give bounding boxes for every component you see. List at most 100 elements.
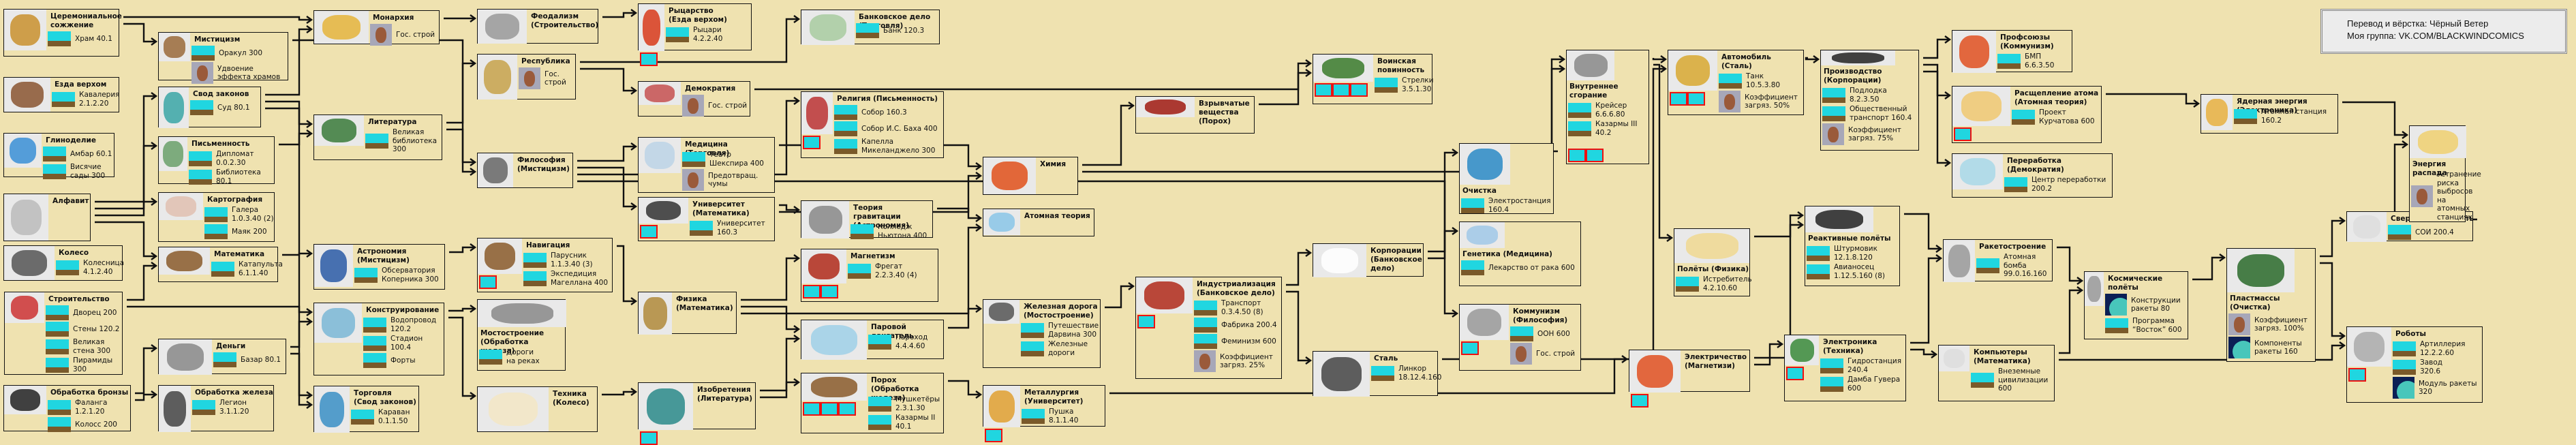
unlock-item[interactable]: Базар 80.1 [213,352,281,367]
tech-node-trade[interactable]: Торговля (Свод законов)Караван 0.1.1.50 [313,386,419,433]
tech-node-computers[interactable]: Компьютеры (Математика)Внеземные цивилиз… [1938,345,2055,401]
unlock-item[interactable]: Проект Курчатова 600 [2012,108,2095,125]
unlock-item[interactable]: БМП 6.6.3.50 [1997,52,2072,70]
unlock-item[interactable]: Гос. строй [1510,343,1575,365]
unlock-item[interactable]: Великая стена 300 [46,338,110,355]
unlock-item[interactable]: Артиллерия 12.2.2.60 [2393,340,2465,357]
unlock-item[interactable]: Линкор 18.12.4.160 [1371,365,1441,382]
tech-node-university[interactable]: Университет (Математика)Университет 160.… [638,197,775,241]
tech-node-chemistry[interactable]: Химия [983,157,1078,195]
unlock-item[interactable]: Колледж Ньютона 400 [850,223,927,240]
unlock-item[interactable]: Легион 3.1.1.20 [192,399,249,416]
tech-node-metallurgy[interactable]: Металлургия (Университет)Пушка 8.1.1.40 [983,385,1105,442]
unlock-item[interactable]: Гидростанция 240.4 [1820,357,1901,374]
tech-node-nuclearpower[interactable]: Ядерная энергия (Электроника)Атомная ста… [2201,94,2338,134]
unlock-item[interactable]: Программа “Восток” 600 [2105,317,2182,334]
unlock-item[interactable]: Феминизм 600 [1194,334,1276,349]
unlock-item[interactable]: Предотвращ. чумы [682,169,758,191]
tech-node-alphabet[interactable]: Алфавит [3,194,91,241]
unlock-item[interactable]: Караван 0.1.1.50 [351,408,410,425]
unlock-item[interactable]: Коэффициент загряз. 75% [1822,123,1901,145]
unlock-item[interactable]: Галера 1.0.3.40 (2) [204,206,274,223]
unlock-item[interactable]: Дипломат 0.0.2.30 [189,150,254,167]
unlock-item[interactable]: Завод 320.6 [2393,358,2442,375]
unlock-item[interactable]: Кавалерия 2.1.2.20 [52,91,120,108]
unlock-item[interactable]: Фабрика 200.4 [1194,318,1277,333]
unlock-item[interactable]: Устранение риска выбросов на атомных ста… [2411,170,2481,221]
unlock-item[interactable]: Пушка 8.1.1.40 [1022,408,1078,425]
tech-node-philosophy[interactable]: Философия (Мистицизм) [477,153,573,188]
unlock-item[interactable]: Путешествие Дарвина 300 [1021,322,1099,339]
unlock-item[interactable]: Коэффициент загряз. 25% [1194,350,1273,372]
unlock-item[interactable]: Фаланга 1.2.1.20 [48,399,107,416]
unlock-item[interactable]: Гос. строй [682,95,747,117]
unlock-item[interactable]: Коэффициент загряз. 100% [2228,313,2307,335]
unlock-item[interactable]: Казармы III 40.2 [1568,120,1637,137]
tech-node-astronomy[interactable]: Астрономия (Мистицизм)Обсерватория Копер… [313,244,445,290]
tech-node-physics[interactable]: Физика (Математика) [638,292,737,335]
unlock-item[interactable]: Великая библиотека 300 [365,128,437,154]
unlock-item[interactable]: Коэффициент загряз. 50% [1719,91,1798,112]
tech-node-feudalism[interactable]: Феодализм (Строительство) [477,9,598,44]
unlock-item[interactable]: Удвоение эффекта храмов [191,62,280,84]
tech-node-recycling[interactable]: Переработка (Демократия)Центр переработк… [1952,153,2113,198]
unlock-item[interactable]: Атомная станция 160.2 [2234,108,2327,125]
unlock-item[interactable]: Обсерватория Коперника 300 [354,266,439,283]
unlock-item[interactable]: Транспорт 0.3.4.50 (8) [1194,299,1263,316]
unlock-item[interactable]: Железные дороги [1021,340,1088,357]
unlock-item[interactable]: Пирамиды 300 [46,356,112,373]
tech-node-industrialization[interactable]: Индустриализация (Банковское дело)Трансп… [1135,277,1282,379]
unlock-item[interactable]: Капелла Микеланджело 300 [834,138,935,155]
unlock-item[interactable]: Фрегат 2.2.3.40 (4) [848,262,917,279]
unlock-item[interactable]: Суд 80.1 [190,100,250,115]
unlock-item[interactable]: Внеземные цивилизации 600 [1971,367,2048,393]
tech-node-genetics[interactable]: Генетика (Медицина)Лекарство от рака 600 [1459,221,1581,286]
unlock-item[interactable]: Оракул 300 [191,46,262,61]
unlock-item[interactable]: Подлодка 8.2.3.50 [1822,87,1887,104]
unlock-item[interactable]: Храм 40.1 [48,31,112,46]
tech-node-gravity[interactable]: Теория гравитации (Астрономия)Колледж Нь… [801,200,933,240]
unlock-item[interactable]: Стрелки 3.5.1.30 [1375,76,1433,93]
unlock-item[interactable]: Электростанция 160.4 [1461,197,1551,214]
unlock-item[interactable]: Пароход 4.4.4.60 [868,333,927,350]
unlock-item[interactable]: СОИ 200.4 [2388,225,2454,240]
tech-node-massproduction[interactable]: Производство (Корпорации)Подлодка 8.2.3.… [1820,50,1919,151]
tech-node-construction[interactable]: Мостостроение (Обработка железа)Дороги н… [477,299,566,371]
unlock-item[interactable]: Компоненты ракеты 160 [2228,337,2302,358]
unlock-item[interactable]: Танк 10.5.3.80 [1719,72,1780,89]
tech-node-laborunion[interactable]: Профсоюзы (Коммунизм)БМП 6.6.3.50 [1952,30,2072,73]
unlock-item[interactable]: Форты [363,353,416,368]
unlock-item[interactable]: Дворец 200 [46,305,117,320]
tech-node-fission[interactable]: Расщепление атома (Атомная теория)Проект… [1952,86,2102,143]
unlock-item[interactable]: Истребитель 4.2.10.60 [1676,275,1752,292]
unlock-item[interactable]: Мушкетёры 2.3.1.30 [868,395,940,412]
unlock-item[interactable]: Висячие сады 300 [43,163,105,180]
